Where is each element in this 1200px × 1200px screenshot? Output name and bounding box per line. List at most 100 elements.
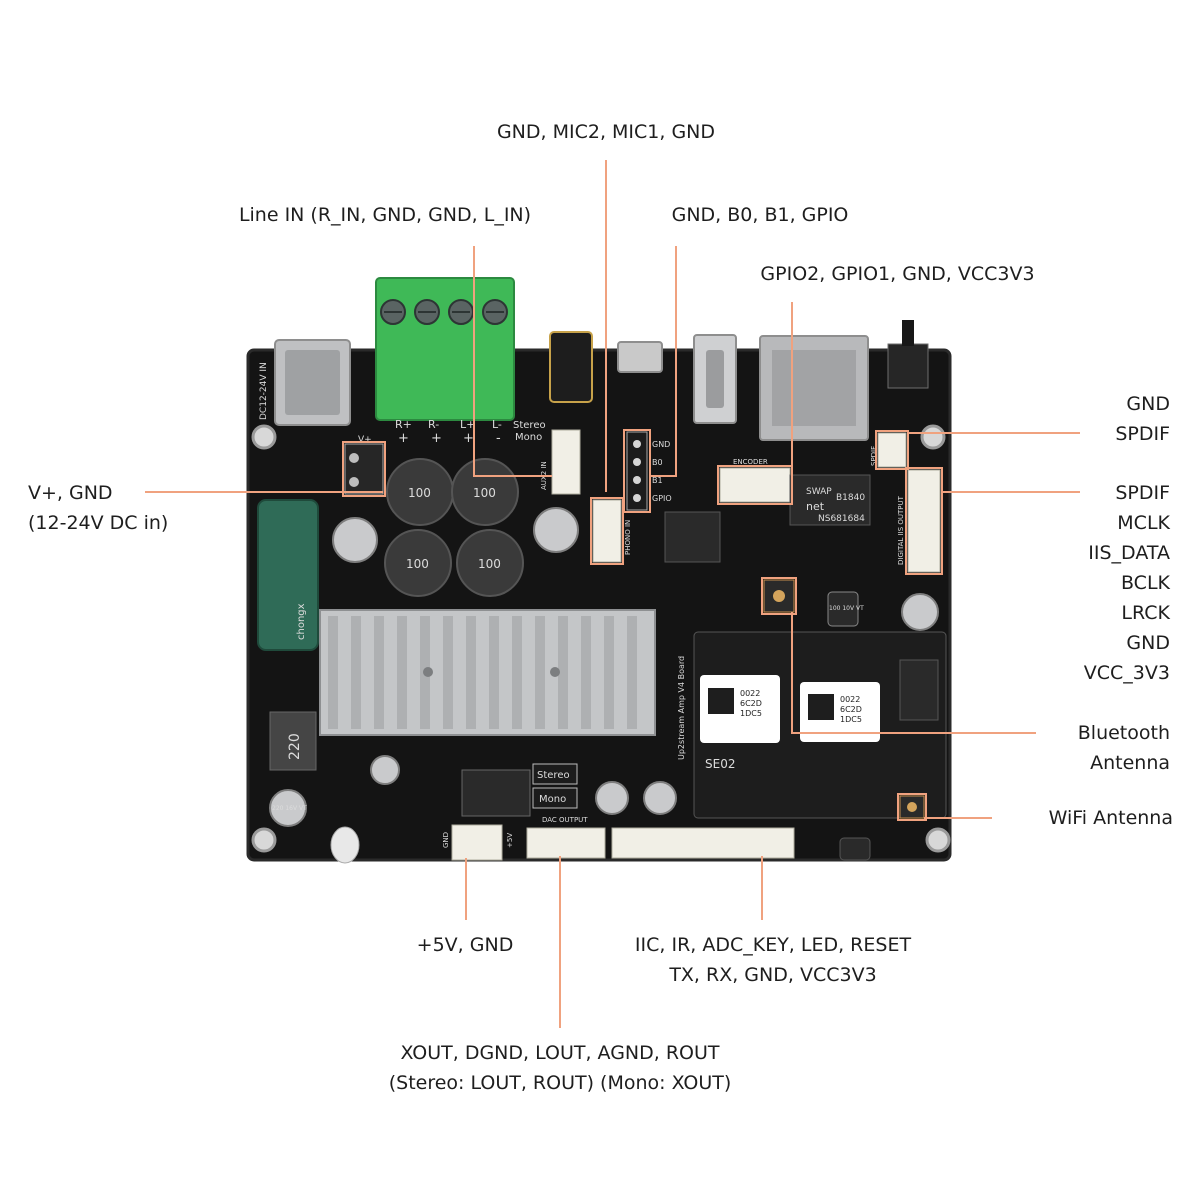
callout-five-v-line1: +5V, GND [416,934,514,956]
inductor-value: 100 [408,486,431,500]
main-connector [611,827,795,859]
callout-mic: GND, MIC2, MIC1, GND [456,117,756,147]
five-v-connector [451,824,503,861]
leader-lines [145,160,1080,1028]
qr-code-icon [708,688,734,714]
callout-gpio2-line1: GPIO2, GPIO1, GND, VCC3V3 [760,263,1035,285]
gpio-pin-gnd: GND [652,440,670,449]
callout-iis-out: SPDIF MCLK IIS_DATA BCLK LRCK GND VCC_3V… [1040,478,1170,688]
switch-stereo-label-bg [532,763,578,785]
terminal-sign-4: - [496,431,501,446]
terminal-mono-label: Mono [515,432,542,443]
dc-in-label: DC12-24V IN [259,362,269,420]
small-cap-left [269,789,307,827]
callout-spdif-out: GND SPDIF [1040,389,1170,449]
capacitor [533,507,579,553]
callout-power-in-line2: (12-24V DC in) [28,512,169,534]
audio-jack [549,331,593,403]
callout-bt-line1: Bluetooth [1077,722,1170,744]
iis-board-label: DIGITAL IIS OUTPUT [897,495,905,565]
network-chip [789,474,871,526]
callout-iis-line2: MCLK [1117,512,1170,534]
module-code: SE02 [705,757,735,771]
pcb-edge [246,348,952,862]
stereo-mono-switch [461,769,531,817]
chip-code: B1840 [836,493,865,503]
leader-bt [791,612,1036,734]
leader-line-in [473,246,552,477]
callout-wifi-antenna: WiFi Antenna [995,803,1173,833]
qr2-line2: 6C2D [840,705,862,714]
callout-iic-line2: TX, RX, GND, VCC3V3 [669,964,877,986]
iis-output-connector [907,469,941,573]
large-cap [257,499,319,651]
chip-brand: SWAP [806,487,832,497]
small-cap-label: 100 10V VT [829,605,864,612]
dac-output-connector [526,827,606,859]
board-name-label: Up2stream Amp V4 Board [677,656,686,760]
led-icon [330,826,360,864]
capacitor [332,517,378,563]
chip-part: NS681684 [818,514,865,524]
inductor-value: 100 [406,557,429,571]
phono-in-label: PHONO IN [624,520,632,555]
callout-power-in-line1: V+, GND [28,482,113,504]
cap-brand: chongx [296,603,307,640]
power-inductor [269,711,317,771]
terminal-sign-2: + [431,431,442,446]
inductor-value: 100 [478,557,501,571]
dsp-chip [664,511,721,563]
screw-terminal [375,277,515,421]
highlight-encoder [717,465,793,505]
terminal-label-r-plus: R+ [395,418,412,431]
qr-code-icon [808,694,834,720]
callout-power-in: V+, GND (12-24V DC in) [28,478,218,538]
terminal-label-l-minus: L- [492,418,502,431]
small-cap [827,591,859,627]
capacitor [643,781,677,815]
tact-switch [887,343,929,389]
encoder-connector [719,467,791,503]
chip-net: net [806,500,825,513]
callout-iis-line4: BCLK [1120,572,1170,594]
qr2-line3: 1DC5 [840,715,862,724]
callout-iis-line5: LRCK [1121,602,1170,624]
inductor-3 [384,529,452,597]
callout-dac-line2: (Stereo: LOUT, ROUT) (Mono: XOUT) [388,1072,732,1094]
highlight-phono-in [590,497,624,565]
callout-iic-line1: IIC, IR, ADC_KEY, LED, RESET [634,934,912,956]
ir-receiver [839,837,871,861]
switch-mono-label-bg [532,787,578,809]
terminal-label-r-minus: R- [428,418,439,431]
highlight-wifi [897,793,927,821]
heatsink [319,609,656,736]
qr1-line3: 1DC5 [740,709,762,718]
callout-wifi-line1: WiFi Antenna [1048,807,1173,829]
gpio-pin-gpio: GPIO [652,494,672,503]
highlight-spdif [875,430,909,470]
phono-in-connector [592,499,622,563]
capacitor [370,755,400,785]
spdif-board-label: SPDIF [870,446,878,466]
highlight-vplus [342,441,386,497]
switch-stereo-label: Stereo [537,770,570,781]
callout-spdif-out-line2: SPDIF [1115,423,1170,445]
gpio-pin-b0: B0 [652,458,663,467]
callout-dac-out: XOUT, DGND, LOUT, AGND, ROUT (Stereo: LO… [345,1038,775,1098]
vplus-label: V+ [358,435,372,445]
callout-bt-antenna: Bluetooth Antenna [1040,718,1170,778]
callout-gpio-b-line1: GND, B0, B1, GPIO [671,204,849,226]
qr1-line1: 0022 [740,689,760,698]
vplus-terminal [344,443,384,495]
aux-in-connector [551,429,581,495]
mounting-hole-icon [920,424,946,450]
spdif-connector [877,432,907,468]
callout-iis-line3: IIS_DATA [1088,542,1170,564]
callout-iis-line6: GND [1126,632,1170,654]
highlight-bt [761,577,797,615]
callout-mic-line1: GND, MIC2, MIC1, GND [496,121,716,143]
callout-line-in: Line IN (R_IN, GND, GND, L_IN) [205,200,565,230]
terminal-sign-1: + [398,431,409,446]
callout-iic: IIC, IR, ADC_KEY, LED, RESET TX, RX, GND… [598,930,948,990]
cap-left-label: 220 16V VT [272,805,307,812]
